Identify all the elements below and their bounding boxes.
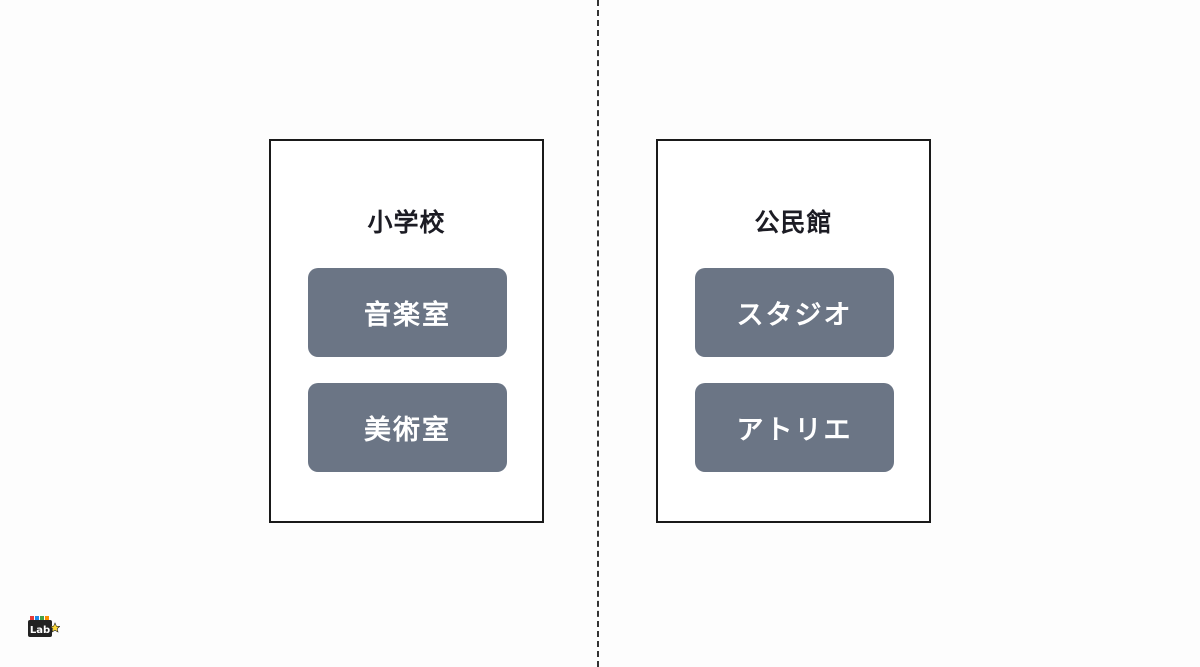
room-box-art-room: 美術室 xyxy=(308,383,507,472)
panel-title: 小学校 xyxy=(367,208,446,237)
room-box-atelier: アトリエ xyxy=(695,383,894,472)
dashed-divider xyxy=(597,0,599,667)
logo-text: Lab xyxy=(30,625,50,636)
panel-elementary-school: 小学校 音楽室 美術室 xyxy=(269,139,544,523)
panel-title: 公民館 xyxy=(754,208,833,237)
star-icon xyxy=(49,622,60,633)
room-box-studio: スタジオ xyxy=(695,268,894,357)
room-box-music-room: 音楽室 xyxy=(308,268,507,357)
panel-community-center: 公民館 スタジオ アトリエ xyxy=(656,139,931,523)
logo: Lab xyxy=(28,616,60,637)
